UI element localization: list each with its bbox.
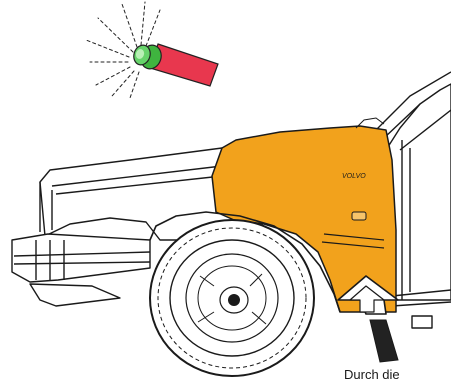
flashlight-icon xyxy=(86,2,218,98)
fender-badge: VOLVO xyxy=(342,173,366,180)
wheel-icon xyxy=(150,220,314,376)
side-marker xyxy=(352,212,366,220)
caption-text: Durch die xyxy=(344,367,400,382)
